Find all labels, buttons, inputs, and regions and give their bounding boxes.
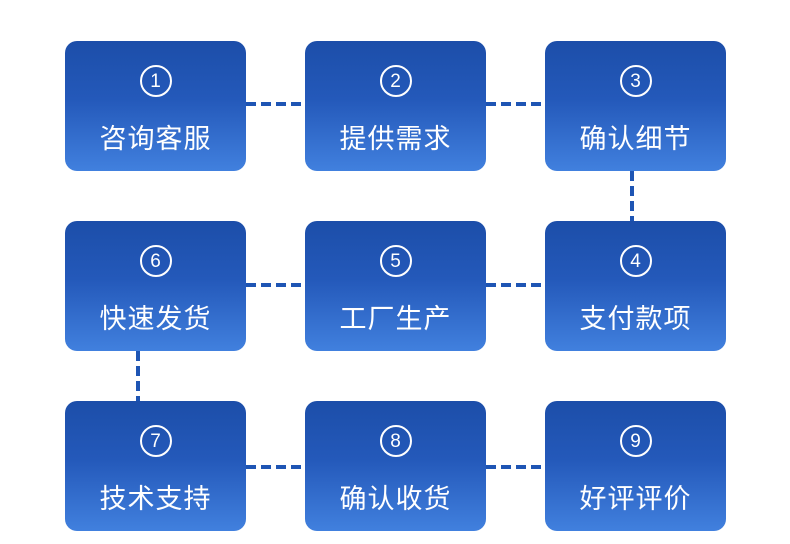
step-card-consult: 1 咨询客服 <box>65 41 246 171</box>
step-number: 5 <box>390 250 401 272</box>
step-label: 快速发货 <box>99 304 212 334</box>
step-number-badge: 3 <box>619 65 652 97</box>
step-number: 4 <box>630 250 641 272</box>
step-card-confirm-details: 3 确认细节 <box>545 41 726 171</box>
step-number-badge: 8 <box>379 425 412 457</box>
step-number-badge: 2 <box>379 65 412 97</box>
connector-step4-step5 <box>486 283 545 287</box>
step-label: 确认收货 <box>339 484 452 514</box>
step-label: 确认细节 <box>579 124 692 154</box>
step-card-tech-support: 7 技术支持 <box>65 401 246 531</box>
connector-step5-step6 <box>246 283 305 287</box>
connector-step6-step7 <box>136 351 140 401</box>
connector-step7-step8 <box>246 465 305 469</box>
connector-step2-step3 <box>486 102 545 106</box>
step-label: 技术支持 <box>99 484 212 514</box>
step-number: 7 <box>150 430 161 452</box>
step-number-badge: 5 <box>379 245 412 277</box>
step-number: 2 <box>390 70 401 92</box>
step-number-badge: 9 <box>619 425 652 457</box>
step-label: 提供需求 <box>339 124 452 154</box>
step-card-fast-shipping: 6 快速发货 <box>65 221 246 351</box>
step-label: 支付款项 <box>579 304 692 334</box>
step-label: 好评评价 <box>579 484 692 514</box>
step-card-requirements: 2 提供需求 <box>305 41 486 171</box>
step-number-badge: 1 <box>139 65 172 97</box>
step-card-review: 9 好评评价 <box>545 401 726 531</box>
step-number: 3 <box>630 70 641 92</box>
step-number-badge: 6 <box>139 245 172 277</box>
step-label: 工厂生产 <box>339 304 452 334</box>
step-card-confirm-receipt: 8 确认收货 <box>305 401 486 531</box>
connector-step3-step4 <box>630 171 634 221</box>
step-number: 8 <box>390 430 401 452</box>
step-number: 9 <box>630 430 641 452</box>
step-number-badge: 7 <box>139 425 172 457</box>
step-card-payment: 4 支付款项 <box>545 221 726 351</box>
step-number: 6 <box>150 250 161 272</box>
connector-step1-step2 <box>246 102 305 106</box>
step-number-badge: 4 <box>619 245 652 277</box>
step-card-factory-production: 5 工厂生产 <box>305 221 486 351</box>
step-label: 咨询客服 <box>99 124 212 154</box>
step-number: 1 <box>150 70 161 92</box>
connector-step8-step9 <box>486 465 545 469</box>
